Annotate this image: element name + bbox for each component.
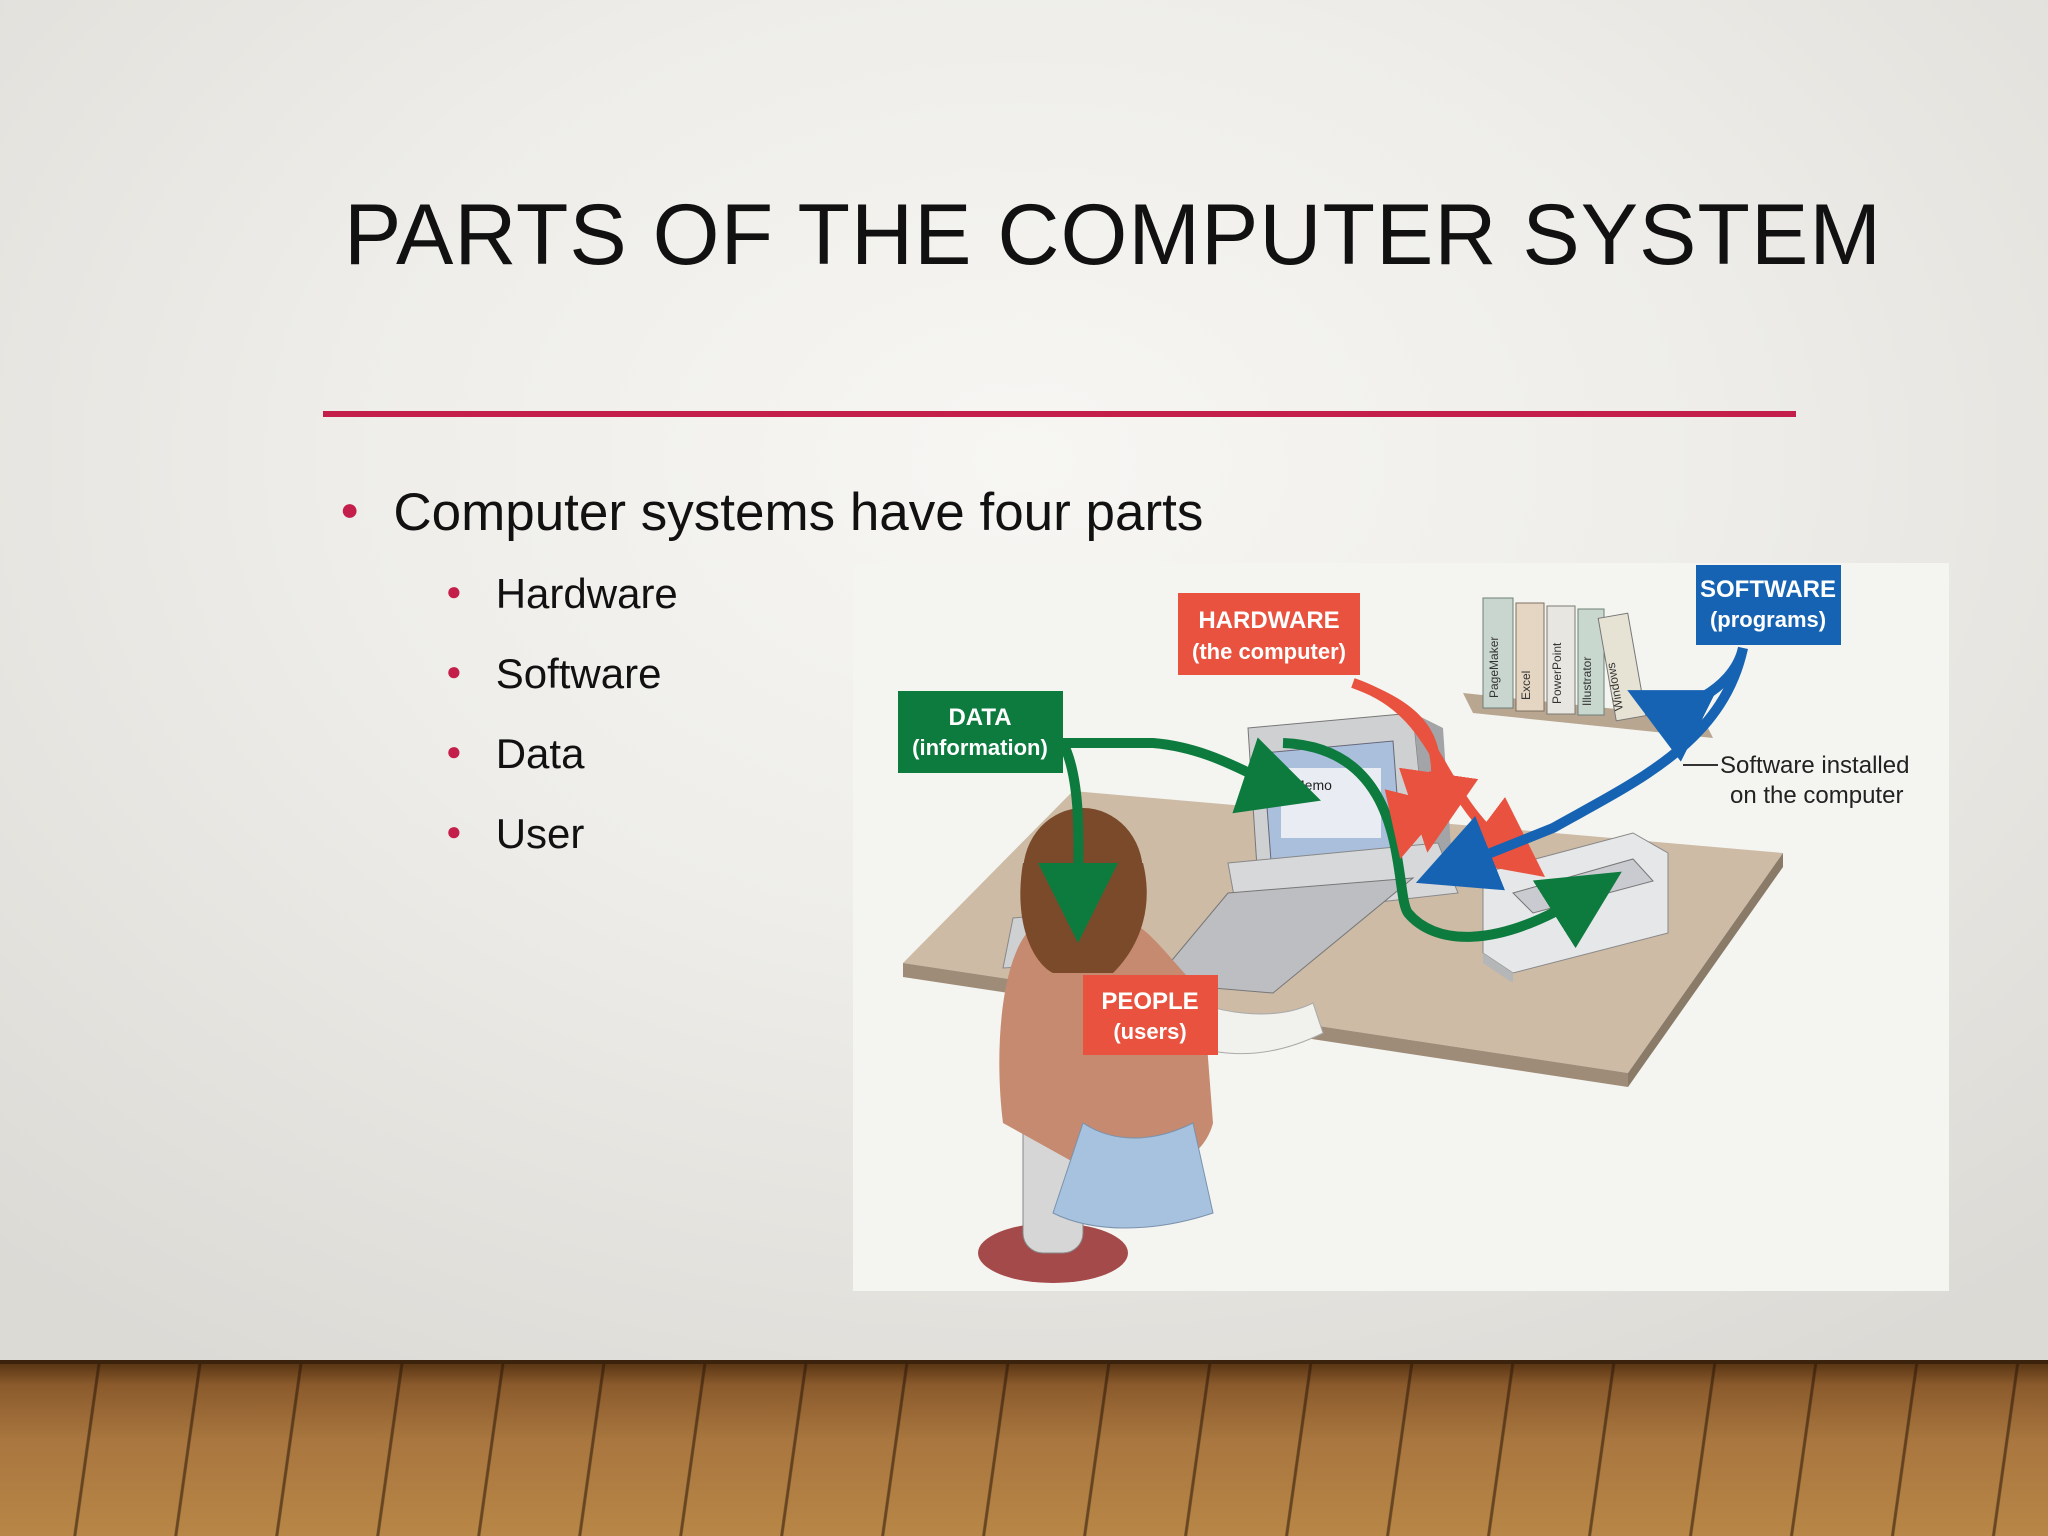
book-title: Illustrator — [1580, 657, 1594, 706]
software-sub-text: (programs) — [1710, 607, 1826, 632]
software-label: SOFTWARE (programs) — [1696, 565, 1841, 645]
title-divider — [323, 411, 1796, 417]
main-bullet-text: Computer systems have four parts — [393, 483, 1204, 542]
installed-line2: on the computer — [1730, 782, 1903, 809]
computer-system-illustration: PageMaker Excel PowerPoint Illustrator W… — [853, 563, 1949, 1291]
data-sub-text: (information) — [912, 735, 1048, 760]
people-label: PEOPLE (users) — [1083, 975, 1218, 1055]
sub-bullet-hardware: ● Hardware — [446, 570, 678, 650]
book-title: PageMaker — [1487, 637, 1501, 698]
software-label-text: SOFTWARE — [1700, 576, 1836, 603]
slide-title: PARTS OF THE COMPUTER SYSTEM — [344, 187, 1882, 283]
sub-bullet-text: Data — [495, 730, 585, 777]
book-title: Excel — [1519, 671, 1533, 700]
people-label-text: PEOPLE — [1101, 988, 1198, 1015]
sub-bullet-text: Software — [495, 650, 662, 697]
bullet-dot: ● — [446, 736, 462, 766]
software-installed-caption: Software installed on the computer — [1683, 752, 1909, 809]
bullet-dot: ● — [446, 656, 462, 686]
bullet-dot: ● — [340, 491, 360, 527]
sub-bullet-data: ● Data — [446, 730, 678, 810]
bullet-dot: ● — [446, 576, 462, 606]
hardware-label: HARDWARE (the computer) — [1178, 593, 1360, 675]
books-icon: PageMaker Excel PowerPoint Illustrator W… — [1482, 597, 1647, 722]
sub-bullet-software: ● Software — [446, 650, 678, 730]
people-sub-text: (users) — [1113, 1019, 1186, 1044]
bullet-dot: ● — [446, 816, 462, 846]
hardware-sub-text: (the computer) — [1192, 639, 1346, 664]
hardware-label-text: HARDWARE — [1198, 607, 1339, 634]
data-label: DATA (information) — [898, 691, 1063, 773]
installed-line1: Software installed — [1720, 752, 1909, 779]
screen-text: Memo — [1293, 777, 1332, 793]
sub-bullet-text: Hardware — [495, 570, 678, 617]
sub-bullet-text: User — [495, 810, 585, 857]
sub-bullet-list: ● Hardware ● Software ● Data ● User — [446, 570, 678, 890]
main-bullet: ● Computer systems have four parts — [340, 482, 1203, 543]
book-title: PowerPoint — [1550, 642, 1564, 704]
data-label-text: DATA — [948, 704, 1011, 731]
wood-floor — [0, 1364, 2048, 1536]
sub-bullet-user: ● User — [446, 810, 678, 890]
